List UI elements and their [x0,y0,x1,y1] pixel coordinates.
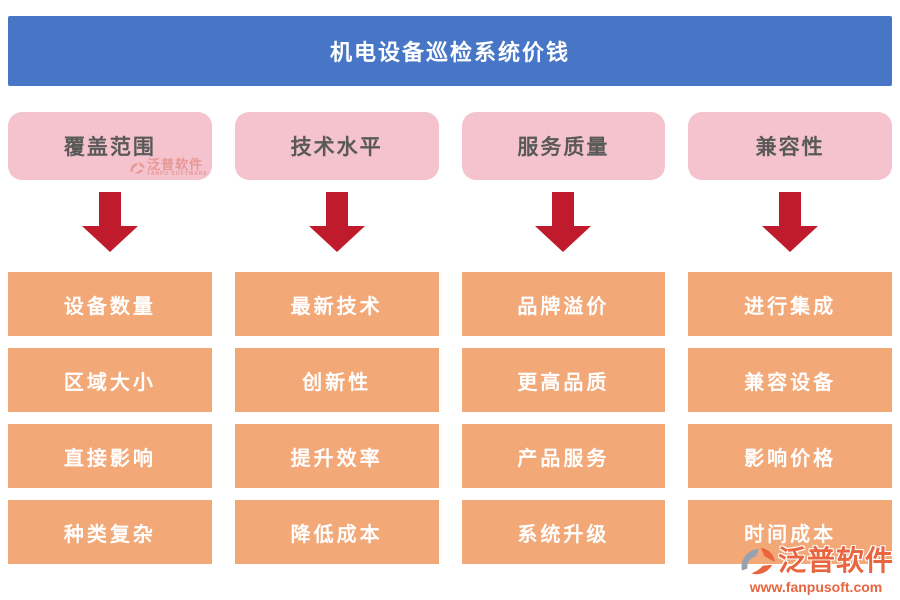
factor-item: 进行集成 [688,272,892,336]
factor-item: 更高品质 [461,348,666,412]
factor-header: 服务质量 [461,112,666,180]
arrow-head [535,226,592,252]
factor-column-coverage: 覆盖范围 泛普软件 FANPU SOFTWARE 设备数量 [8,112,212,576]
page-title: 机电设备巡检系统价钱 [329,40,570,65]
factor-item: 区域大小 [8,348,212,412]
factor-item: 最新技术 [234,272,439,336]
arrow-head [308,226,365,252]
factor-column-compatibility: 兼容性 进行集成 兼容设备 影响价格 时间成本 [688,112,892,576]
factor-item: 设备数量 [8,272,212,336]
factor-header-label: 技术水平 [290,136,383,159]
arrow-stem [325,192,348,226]
brand-url: www.fanpusoft.com [749,579,883,595]
factor-item: 提升效率 [234,424,439,488]
factor-item: 系统升级 [461,500,666,564]
arrow-stem [98,192,121,226]
factor-header-label: 兼容性 [755,136,825,159]
factor-header: 技术水平 [234,112,439,180]
factor-item: 兼容设备 [688,348,892,412]
brand-watermark-sub: FANPU SOFTWARE [147,171,208,177]
arrow-head [762,226,819,252]
factor-column-technology: 技术水平 最新技术 创新性 提升效率 降低成本 [234,112,439,576]
factor-header-label: 覆盖范围 [63,136,156,159]
factor-item: 直接影响 [8,424,212,488]
brand-logo: 泛普软件 www.fanpusoft.com [738,544,894,594]
fanpu-logo-icon [741,547,775,575]
factor-item: 品牌溢价 [461,272,666,336]
arrow-stem [552,192,575,226]
fanpu-logo-icon [130,161,145,174]
brand-name: 泛普软件 [777,545,894,576]
down-arrow-icon [762,192,819,252]
factor-column-service: 服务质量 品牌溢价 更高品质 产品服务 系统升级 [461,112,666,576]
factor-item: 创新性 [234,348,439,412]
factor-header: 覆盖范围 泛普软件 FANPU SOFTWARE [8,112,212,180]
arrow-head [81,226,138,252]
brand-logo-row: 泛普软件 [738,544,894,578]
factor-item: 产品服务 [461,424,666,488]
down-arrow-icon [308,192,365,252]
factor-item: 影响价格 [688,424,892,488]
title-bar: 机电设备巡检系统价钱 [8,16,892,86]
factor-item: 种类复杂 [8,500,212,564]
factor-header-label: 服务质量 [517,136,610,159]
factor-header: 兼容性 [688,112,892,180]
brand-watermark-name: 泛普软件 [147,157,204,172]
down-arrow-icon [535,192,592,252]
factor-item: 时间成本 [688,500,892,564]
arrow-stem [779,192,802,226]
factors-grid: 覆盖范围 泛普软件 FANPU SOFTWARE 设备数量 [8,112,892,576]
brand-watermark-text: 泛普软件 FANPU SOFTWARE [147,158,208,177]
down-arrow-icon [81,192,138,252]
factor-item: 降低成本 [234,500,439,564]
